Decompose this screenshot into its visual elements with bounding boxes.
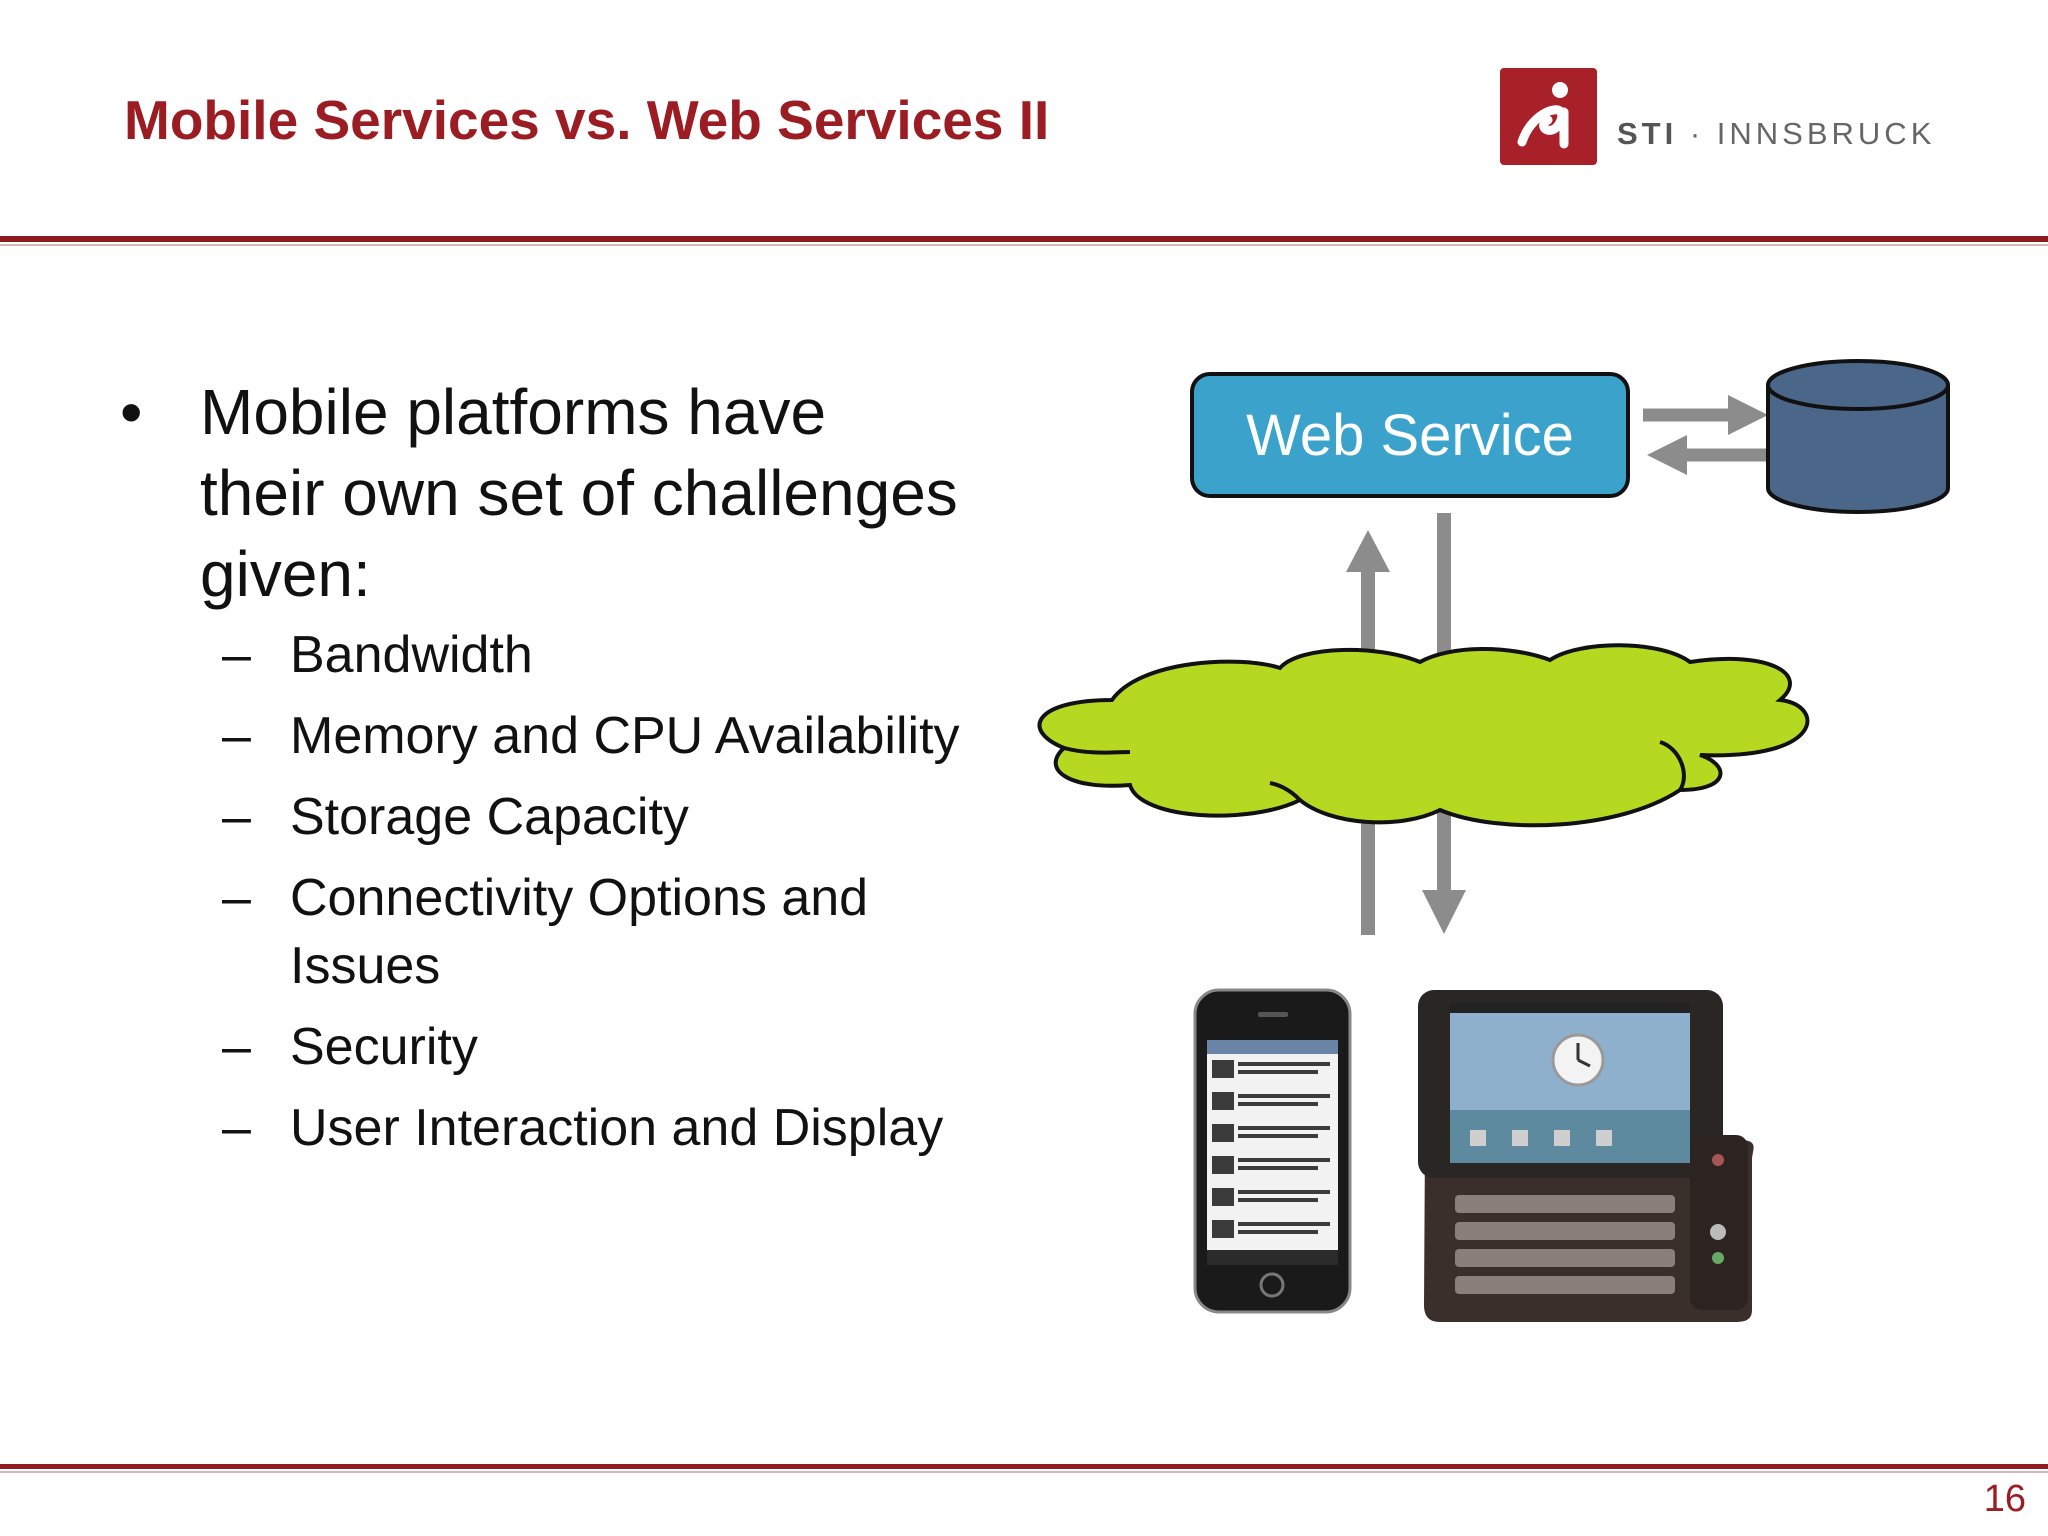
list-item: –Security: [222, 1018, 478, 1076]
header-rule: [0, 236, 2048, 242]
sti-logo-icon: [1500, 68, 1597, 165]
list-item: –Connectivity Options and Issues: [222, 869, 869, 995]
smartphone-icon: [1193, 988, 1352, 1314]
list-item: –Bandwidth: [222, 626, 533, 684]
list-item: –Storage Capacity: [222, 788, 689, 846]
footer-rule: [0, 1464, 2048, 1469]
sti-logo-text: STI · INNSBRUCK: [1617, 116, 1936, 151]
database-icon: [1766, 359, 1950, 514]
main-bullet-text: Mobile platforms have their own set of c…: [200, 376, 958, 610]
web-service-label: Web Service: [1246, 402, 1574, 468]
android-phone-icon: [1418, 990, 1754, 1322]
slide-title: Mobile Services vs. Web Services II: [124, 89, 1050, 151]
header-rule-shadow: [0, 244, 2048, 246]
architecture-diagram: [1037, 359, 1950, 1322]
footer-rule-shadow: [0, 1471, 2048, 1473]
challenge-list: –Bandwidth –Memory and CPU Availability …: [120, 621, 960, 1162]
db-arrows: [1643, 395, 1770, 475]
list-item: –User Interaction and Display: [222, 1099, 944, 1157]
web-service-box: Web Service: [1190, 372, 1630, 498]
page-number: 16: [1983, 1478, 2026, 1520]
list-item: –Memory and CPU Availability: [222, 707, 960, 765]
internet-cloud-icon: [1037, 643, 1810, 828]
bullet-dot: •: [120, 376, 143, 448]
slide-body: • Mobile platforms have their own set of…: [120, 372, 960, 1175]
main-bullet: • Mobile platforms have their own set of…: [120, 372, 960, 615]
